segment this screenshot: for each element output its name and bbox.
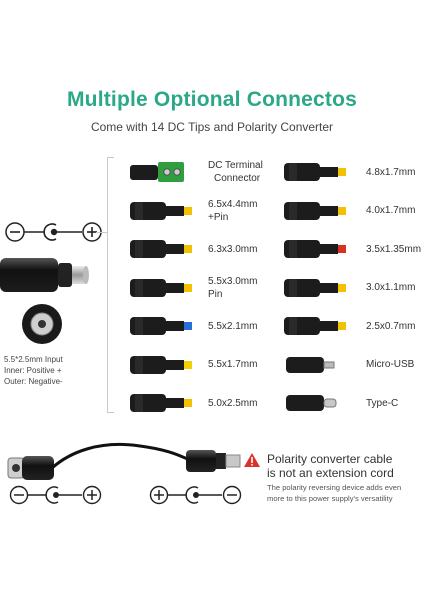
dc-tip-label: 5.5x2.1mm (208, 320, 257, 333)
warning-title: Polarity converter cable is not an exten… (267, 452, 394, 480)
input-description: 5.5*2.5mm Input Inner: Positive + Outer:… (4, 354, 63, 387)
dc-tip-label: Micro-USB (366, 358, 414, 371)
warning-desc-line: The polarity reversing device adds even (267, 483, 402, 492)
dc-tip-label: 6.3x3.0mm (208, 243, 257, 256)
dc-tip-label: 4.8x1.7mm (366, 166, 415, 179)
dc-tip-label: 3.5x1.35mm (366, 243, 421, 256)
dc-tip-image (282, 158, 352, 184)
dc-tip-label: Type-C (366, 397, 398, 410)
dc-tip-image (282, 197, 352, 223)
dc-tip-barrel-icon (130, 201, 192, 220)
dc-tip-label-line: 5.5x1.7mm (208, 359, 258, 370)
input-desc-line: 5.5*2.5mm Input (4, 355, 63, 364)
dc-tip-label: 6.5x4.4mm+Pin (208, 198, 257, 224)
dc-tip-label-line: 4.0x1.7mm (366, 205, 416, 216)
dc-tip-label: 4.0x1.7mm (366, 204, 415, 217)
polarity-symbol-icon (149, 485, 242, 505)
dc-tip-barrel-icon (130, 278, 192, 297)
dc-tip-label-line: 3.5x1.35mm (366, 243, 422, 255)
input-plug-image (0, 258, 89, 344)
dc-tip-label-line: Connector (214, 173, 261, 184)
dc-tip-label-line: 6.3x3.0mm (208, 243, 258, 255)
dc-tip-usb-icon (286, 356, 335, 373)
warning-description: The polarity reversing device adds even … (267, 482, 424, 504)
dc-tip-image (282, 274, 352, 300)
warning-title-line: is not an extension cord (267, 466, 394, 480)
polarity-symbol-icon (9, 485, 102, 505)
dc-tip-barrel-icon (130, 317, 192, 335)
dc-tip-label: 5.0x2.5mm (208, 397, 257, 410)
dc-tip-image (128, 197, 198, 223)
dc-tip-label: 3.0x1.1mm (366, 281, 415, 294)
dc-tip-image (128, 274, 198, 300)
dc-tip-barrel-icon (284, 163, 346, 181)
warning-triangle-icon (244, 453, 260, 467)
dc-tip-label: 5.5x1.7mm (208, 358, 257, 371)
input-bracket (96, 232, 107, 233)
polarity-symbol-icon (5, 222, 102, 242)
dc-tip-barrel-icon (130, 240, 192, 258)
dc-tip-barrel-icon (130, 394, 192, 412)
dc-tip-label-line: 5.0x2.5mm (208, 397, 258, 409)
page-title: Multiple Optional Connectos (66, 88, 358, 111)
input-desc-line: Outer: Negative- (4, 377, 63, 386)
dc-tip-label-line: 2.5x0.7mm (366, 320, 416, 332)
dc-tip-image (128, 389, 198, 415)
dc-tip-image (128, 312, 198, 338)
dc-tip-label: 2.5x0.7mm (366, 320, 415, 333)
dc-tip-image (282, 312, 352, 338)
dc-tip-image (128, 158, 198, 184)
dc-tip-label-line: 3.0x1.1mm (366, 282, 416, 293)
dc-tip-label-line: +Pin (208, 211, 229, 223)
tips-bracket (107, 157, 114, 413)
dc-tip-image (282, 389, 352, 415)
dc-tip-label-line: Type-C (366, 397, 399, 409)
dc-tip-label-line: 5.5x3.0mm (208, 275, 258, 287)
dc-tip-terminal-icon (130, 162, 184, 182)
dc-tip-barrel-icon (284, 240, 346, 258)
polarity-converter-cable-image (7, 442, 241, 480)
dc-tip-barrel-icon (284, 201, 346, 220)
dc-tip-label-line: 5.5x2.1mm (208, 320, 258, 332)
dc-tip-barrel-icon (284, 317, 346, 335)
dc-tip-label-line: 4.8x1.7mm (366, 166, 416, 178)
dc-tip-label-line: Pin (208, 288, 223, 300)
dc-tip-barrel-icon (130, 355, 192, 374)
page-subtitle: Come with 14 DC Tips and Polarity Conver… (90, 120, 334, 134)
dc-tip-image (128, 235, 198, 261)
dc-tip-label-line: 6.5x4.4mm (208, 198, 258, 210)
dc-tip-typec-icon (286, 395, 337, 411)
dc-tip-image (282, 351, 352, 377)
dc-tip-barrel-icon (284, 278, 346, 297)
warning-desc-line: more to this power supply's versatility (267, 494, 393, 503)
dc-tip-image (282, 235, 352, 261)
input-desc-line: Inner: Positive + (4, 366, 62, 375)
warning-title-line: Polarity converter cable (267, 452, 393, 466)
dc-tip-image (128, 351, 198, 377)
dc-tip-label-line: DC Terminal (208, 160, 263, 171)
dc-tip-label-line: Micro-USB (366, 359, 415, 370)
